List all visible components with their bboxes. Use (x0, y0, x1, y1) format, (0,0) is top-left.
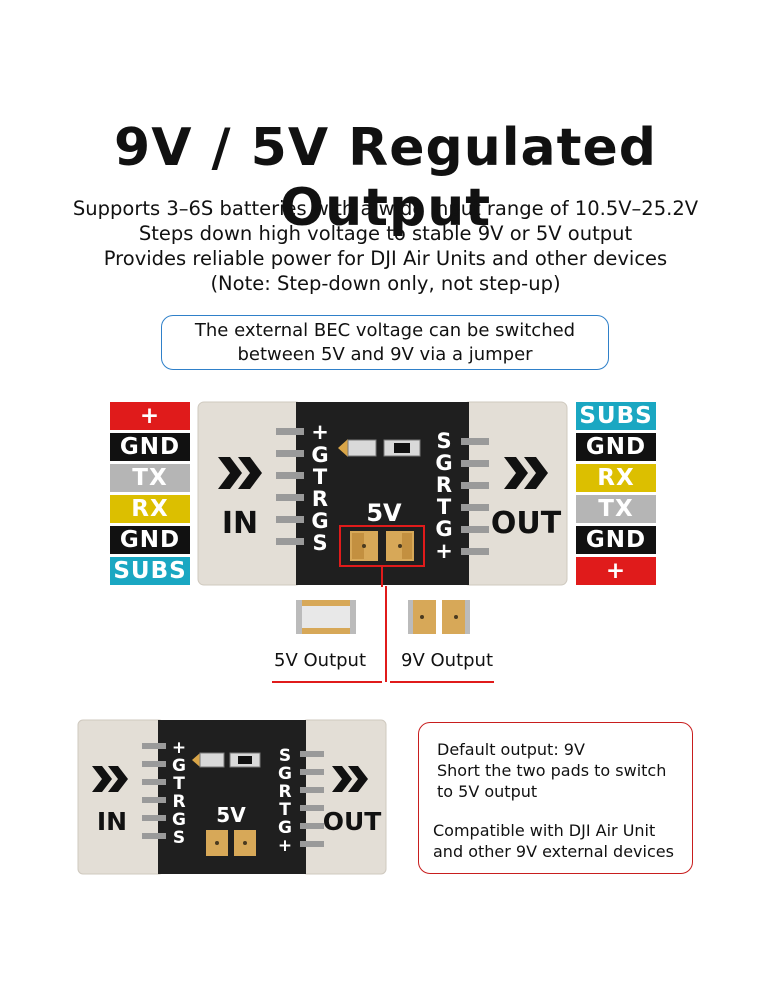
left-pad-label-small: G (172, 756, 186, 776)
output-options-diagram (272, 586, 494, 683)
left-pad-label-small: S (173, 828, 185, 848)
left-pad-label: + (311, 420, 329, 444)
right-pin-5: GND (576, 526, 656, 554)
small-board-diagram: IN OUT + G T R G S S G R T G + 5V (77, 719, 387, 875)
in-label-small: IN (97, 807, 127, 836)
left-pad-label: G (311, 443, 328, 467)
left-pad-stubs (276, 428, 304, 545)
jumper-pads-small (206, 830, 256, 856)
right-pad-label: R (436, 473, 452, 497)
info-line: Short the two pads to switch (437, 761, 667, 780)
out-chevron-icon (504, 457, 548, 489)
right-pin-2: GND (576, 433, 656, 461)
right-pad-label-small: S (279, 746, 291, 766)
note-line: The external BEC voltage can be switched (194, 320, 576, 341)
note-line: between 5V and 9V via a jumper (237, 344, 533, 365)
jumper-note: The external BEC voltage can be switched… (161, 315, 609, 370)
left-pin-4: RX (110, 495, 190, 523)
in-label: IN (222, 506, 258, 541)
info-box: Default output: 9V Short the two pads to… (418, 722, 693, 874)
jumper-label-small: 5V (216, 803, 246, 827)
right-pad-stubs (461, 438, 489, 555)
info-line: to 5V output (437, 782, 538, 801)
right-pad-label: T (437, 495, 452, 519)
main-board-diagram: IN OUT + G T R G S S G R T G + 5V (197, 401, 568, 587)
right-pad-label: S (436, 429, 451, 453)
info-line: and other 9V external devices (433, 842, 674, 861)
right-pin-4: TX (576, 495, 656, 523)
9v-option-pad (408, 600, 470, 634)
component-icon (338, 439, 421, 457)
right-pad-label: + (435, 539, 453, 563)
out-label-small: OUT (323, 807, 382, 836)
description: Supports 3–6S batteries with a wide inpu… (0, 196, 771, 296)
right-pad-label: G (435, 451, 452, 475)
left-pin-3: TX (110, 464, 190, 492)
right-pin-6: + (576, 557, 656, 585)
left-pad-label: R (312, 487, 328, 511)
right-pin-1: SUBS (576, 402, 656, 430)
right-pad-label-small: G (278, 818, 292, 838)
description-line: Provides reliable power for DJI Air Unit… (103, 247, 668, 270)
right-pad-label-small: + (278, 836, 292, 856)
info-line: Default output: 9V (437, 740, 585, 759)
right-pad-label-small: G (278, 764, 292, 784)
page-title: 9V / 5V Regulated Output (114, 118, 657, 238)
left-pin-6: SUBS (110, 557, 190, 585)
in-chevron-icon-small (92, 766, 128, 792)
jumper-pads (350, 531, 414, 561)
out-label: OUT (491, 506, 562, 541)
left-pin-2: GND (110, 433, 190, 461)
left-pin-1: + (110, 402, 190, 430)
5v-output-label: 5V Output (274, 650, 367, 671)
left-pad-label-small: G (172, 810, 186, 830)
left-pad-label: G (311, 509, 328, 533)
right-pad-label-small: T (279, 800, 291, 820)
right-pad-label-small: R (278, 782, 291, 802)
left-pad-label: S (312, 531, 327, 555)
9v-output-label: 9V Output (401, 650, 494, 671)
in-chevron-icon (218, 457, 262, 489)
right-pin-3: RX (576, 464, 656, 492)
info-line: Compatible with DJI Air Unit (433, 821, 656, 840)
description-line: (Note: Step-down only, not step-up) (210, 272, 561, 295)
5v-option-pad (296, 600, 356, 634)
out-chevron-icon-small (332, 766, 368, 792)
description-line: Supports 3–6S batteries with a wide inpu… (72, 197, 699, 220)
left-pin-5: GND (110, 526, 190, 554)
component-icon-small (192, 752, 261, 768)
left-pad-label: T (313, 465, 328, 489)
jumper-label: 5V (366, 499, 402, 527)
description-line: Steps down high voltage to stable 9V or … (138, 222, 633, 245)
left-pad-label-small: T (173, 774, 185, 794)
right-pad-label: G (435, 517, 452, 541)
left-pad-label-small: + (172, 738, 186, 758)
left-pad-label-small: R (172, 792, 185, 812)
